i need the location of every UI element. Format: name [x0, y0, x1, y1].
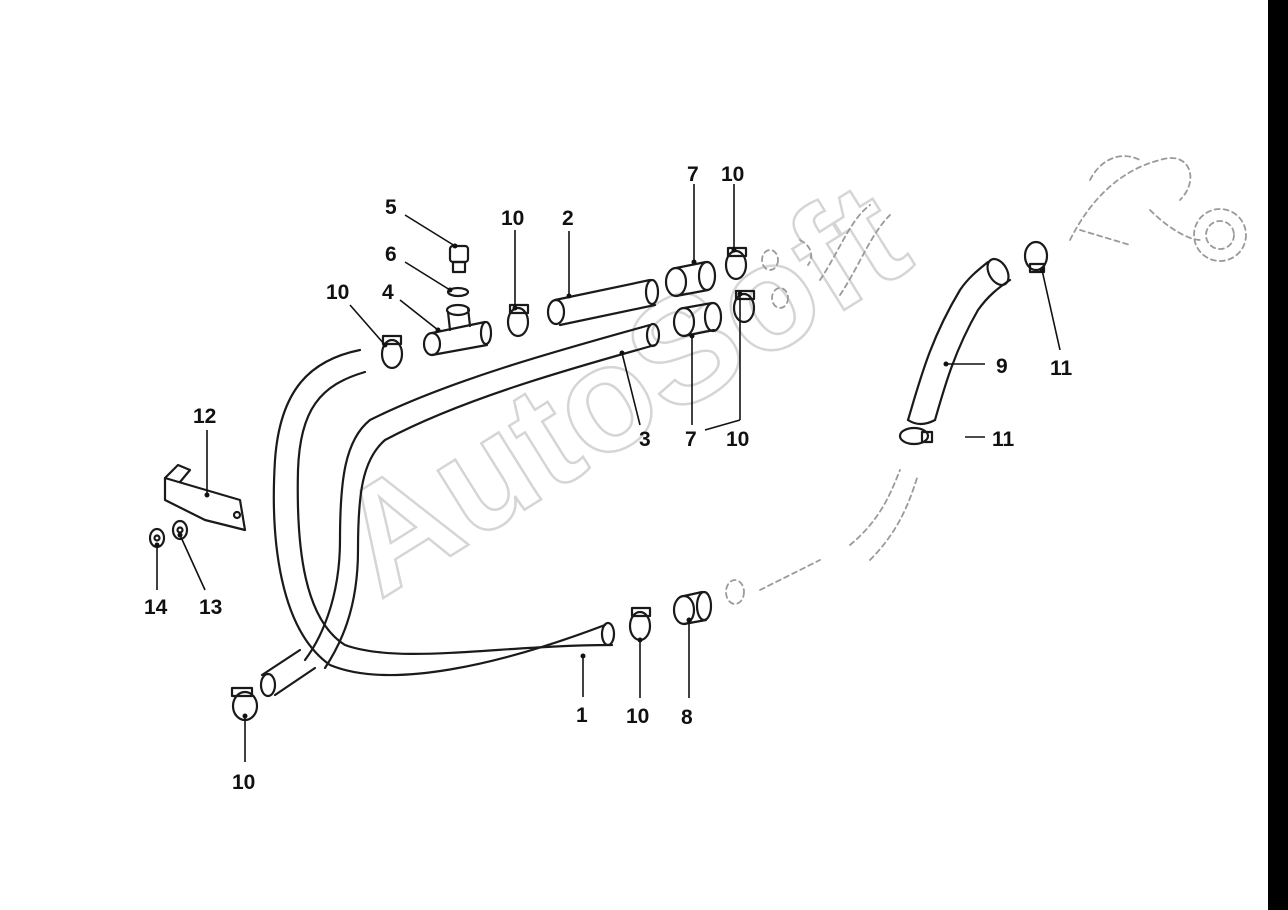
callout-10-left: 10 — [326, 281, 349, 304]
seal-6 — [446, 286, 470, 298]
callout-group: 1 2 3 4 5 6 7 7 8 9 10 10 10 10 10 10 11… — [144, 163, 1073, 794]
callout-12: 12 — [193, 405, 216, 428]
callout-13: 13 — [199, 596, 222, 619]
hose-1 — [259, 348, 616, 698]
hose-3 — [303, 322, 661, 670]
hose-clamp-10b — [506, 303, 530, 338]
ghost-hose-lower — [725, 469, 919, 605]
callout-10-tee: 10 — [501, 207, 524, 230]
callout-14: 14 — [144, 596, 168, 619]
callout-10-bottom: 10 — [626, 705, 649, 728]
watermark: AutoSoft — [308, 149, 934, 627]
callout-11-upper: 11 — [1050, 357, 1073, 380]
callout-1: 1 — [576, 704, 588, 727]
hose-9 — [906, 257, 1012, 426]
callout-4: 4 — [382, 281, 394, 304]
edge-bar — [1268, 0, 1288, 910]
callout-10-top: 10 — [721, 163, 744, 186]
connector-7-lower — [672, 301, 723, 338]
hose-clamp-10e — [628, 606, 652, 642]
callout-6: 6 — [385, 243, 397, 266]
plug-5 — [448, 244, 470, 274]
hose-clamp-10d — [732, 289, 756, 324]
clamp-11-upper — [1023, 240, 1049, 274]
connector-7-upper — [664, 260, 717, 298]
callout-3: 3 — [639, 428, 651, 451]
callout-8: 8 — [681, 706, 693, 729]
callout-9: 9 — [996, 355, 1008, 378]
ghost-engine-fitting — [1069, 155, 1247, 262]
ghost-hose-upper — [761, 204, 891, 309]
clamp-11-lower — [898, 426, 934, 446]
hose-clamp-10a — [380, 334, 404, 370]
connector-8 — [672, 590, 713, 626]
callout-11-lower: 11 — [992, 428, 1015, 451]
callout-5: 5 — [385, 196, 397, 219]
callout-10-mid: 10 — [726, 428, 749, 451]
t-piece-4 — [422, 303, 493, 357]
callout-7-upper: 7 — [687, 163, 699, 186]
bracket-12 — [163, 463, 247, 532]
callout-7-lower: 7 — [685, 428, 697, 451]
callout-2: 2 — [562, 207, 574, 230]
callout-10-corner: 10 — [232, 771, 255, 794]
